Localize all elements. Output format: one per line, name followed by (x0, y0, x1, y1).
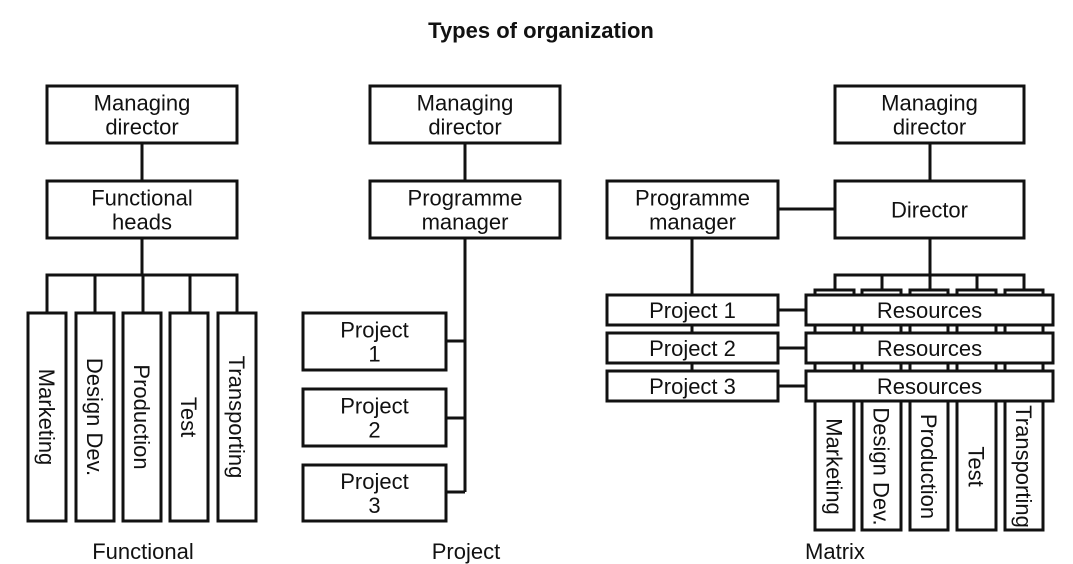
matrix-project-3: Project 3 (605, 369, 780, 403)
functional-dept-4: Test (168, 311, 210, 523)
functional-dept-5-border (216, 311, 258, 523)
matrix-dept-4-border (955, 288, 998, 532)
matrix-resources-2-border (804, 331, 1055, 365)
matrix-dept-4: Test (955, 288, 998, 532)
project-1-border (301, 311, 448, 372)
matrix-resources-1-border (804, 293, 1055, 327)
functional-dept-4-border (168, 311, 210, 523)
matrix-programme-manager-label: Programme (635, 186, 750, 211)
matrix-resources-2: Resources (804, 331, 1055, 365)
functional-managing-director-label: Managing (94, 91, 191, 116)
diagram-title: Types of organization (428, 18, 654, 43)
project-2-label: 2 (368, 418, 380, 443)
project-3-label: Project (340, 469, 408, 494)
project-caption: Project (432, 539, 500, 564)
functional-managing-director-border (45, 84, 239, 145)
project-1-label: 1 (368, 342, 380, 367)
functional-dept-1-label: Marketing (34, 369, 59, 466)
matrix-dept-5-border (1003, 288, 1045, 532)
functional-dept-5-label: Transporting (224, 356, 249, 479)
matrix-dept-2: Design Dev. (860, 288, 903, 532)
matrix-dept-3-label: Production (916, 414, 941, 519)
matrix-managing-director-label: director (893, 115, 966, 140)
project-managing-director-label: director (428, 115, 501, 140)
matrix-dept-2-label: Design Dev. (869, 407, 894, 525)
matrix-director-label: Director (891, 198, 968, 223)
matrix-dept-4-label: Test (964, 446, 989, 486)
matrix-project-3-label: Project 3 (649, 374, 736, 399)
project-3-label: 3 (368, 493, 380, 518)
matrix-managing-director-label: Managing (881, 91, 978, 116)
matrix-dept-1-border (813, 288, 856, 532)
matrix-project-1: Project 1 (605, 293, 780, 327)
matrix-dept-3: Production (908, 288, 950, 532)
programme-manager-border (368, 179, 562, 240)
matrix-dept-1: Marketing (813, 288, 856, 532)
project-2-label: Project (340, 394, 408, 419)
matrix-resources-3: Resources (804, 369, 1055, 403)
matrix-project-3-border (605, 369, 780, 403)
project-managing-director-border (368, 84, 562, 145)
functional-heads-label: Functional (91, 186, 193, 211)
functional-dept-2-label: Design Dev. (82, 358, 107, 476)
functional-caption: Functional (92, 539, 194, 564)
matrix-dept-3-border (908, 288, 950, 532)
functional-dept-3-border (121, 311, 163, 523)
functional-dept-3-label: Production (129, 364, 154, 469)
matrix-dept-1-label: Marketing (822, 418, 847, 515)
functional-heads-border (45, 179, 239, 240)
matrix-project-1-label: Project 1 (649, 298, 736, 323)
matrix-resources-1-label: Resources (877, 298, 982, 323)
functional-dept-1: Marketing (26, 311, 68, 523)
functional-dept-4-label: Test (176, 397, 201, 437)
matrix-project-2: Project 2 (605, 331, 780, 365)
matrix-project-1-border (605, 293, 780, 327)
matrix-managing-director-border (833, 84, 1026, 145)
project-3-border (301, 463, 448, 523)
matrix-director-border (833, 179, 1026, 240)
matrix-resources-3-border (804, 369, 1055, 403)
matrix-resources-3-label: Resources (877, 374, 982, 399)
project-managing-director-label: Managing (417, 91, 514, 116)
project-1-label: Project (340, 318, 408, 343)
functional-dept-2: Design Dev. (74, 311, 116, 523)
functional-dept-1-border (26, 311, 68, 523)
matrix-caption: Matrix (805, 539, 865, 564)
matrix-resources-1: Resources (804, 293, 1055, 327)
functional-managing-director-label: director (105, 115, 178, 140)
matrix-director: Director (833, 179, 1026, 240)
matrix-resources-2-label: Resources (877, 336, 982, 361)
matrix-dept-5-label: Transporting (1011, 405, 1036, 528)
project-2-border (301, 387, 448, 448)
functional-heads-label: heads (112, 210, 172, 235)
matrix-dept-5: Transporting (1003, 288, 1045, 532)
functional-dept-2-border (74, 311, 116, 523)
functional-dept-5: Transporting (216, 311, 258, 523)
programme-manager-label: Programme (408, 186, 523, 211)
matrix-dept-2-border (860, 288, 903, 532)
matrix-programme-manager-border (605, 179, 780, 240)
functional-dept-3: Production (121, 311, 163, 523)
programme-manager-label: manager (422, 210, 509, 235)
matrix-project-2-border (605, 331, 780, 365)
matrix-project-2-label: Project 2 (649, 336, 736, 361)
matrix-programme-manager-label: manager (649, 210, 736, 235)
